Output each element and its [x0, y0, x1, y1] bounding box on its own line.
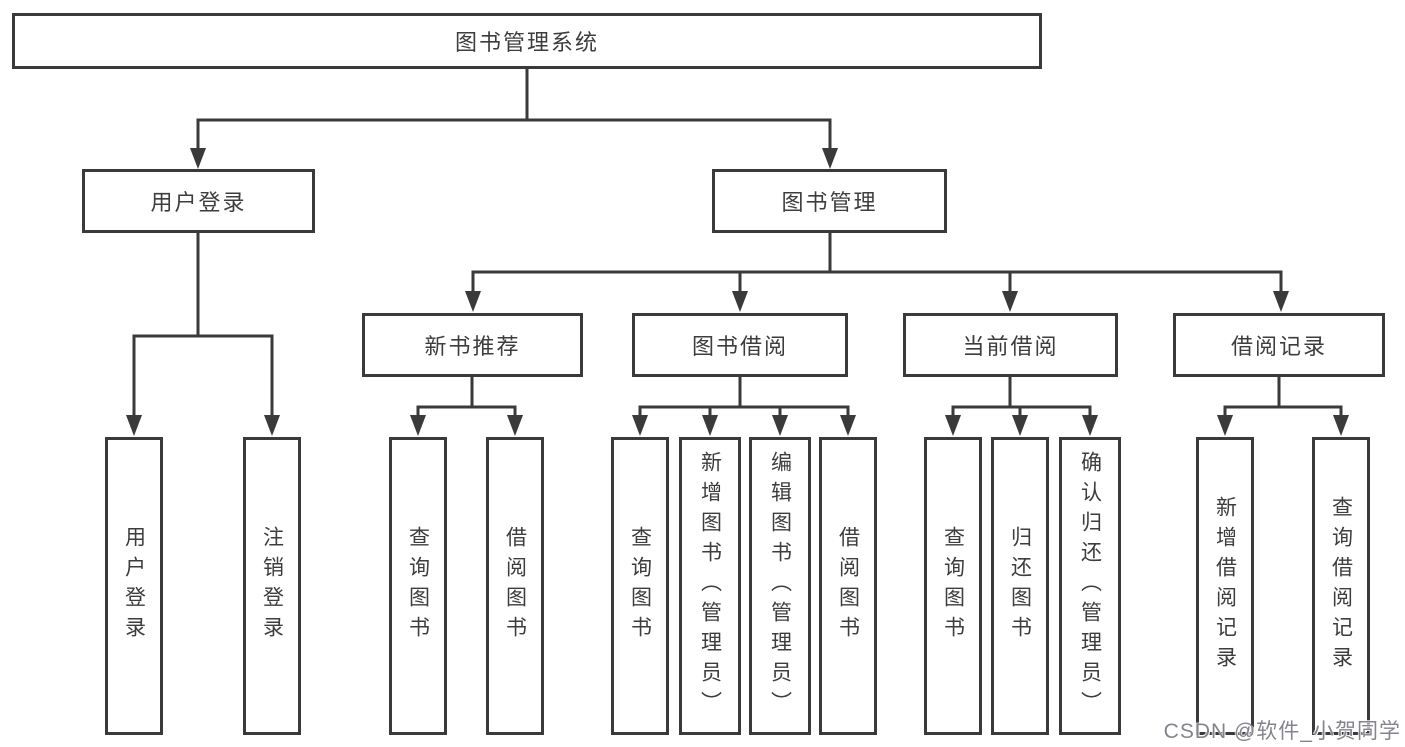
leaf-logout: 注销登录: [243, 437, 301, 735]
node-borrow-records: 借阅记录: [1173, 313, 1385, 377]
leaf-records-query-record: 查询借阅记录: [1312, 437, 1370, 735]
node-new-book-recommend: 新书推荐: [362, 313, 583, 377]
connector-root-to-level2: [190, 67, 838, 169]
connector-book-borrow-children: [632, 375, 856, 436]
connector-borrow-records-children: [1217, 375, 1349, 436]
connector-current-borrow-children: [945, 375, 1098, 436]
node-book-management: 图书管理: [712, 169, 947, 233]
leaf-current-return-books: 归还图书: [991, 437, 1049, 735]
leaf-borrow-borrow-books: 借阅图书: [819, 437, 877, 735]
node-library-system: 图书管理系统: [12, 13, 1042, 69]
node-book-borrow-label: 图书借阅: [691, 334, 788, 359]
leaf-current-confirm-return-admin: 确认归还（管理员）: [1059, 437, 1121, 735]
connector-new-book-recommend-children: [410, 375, 523, 436]
connector-book-management-children: [465, 231, 1289, 312]
leaf-records-add-record: 新增借阅记录: [1196, 437, 1254, 735]
node-book-management-label: 图书管理: [781, 190, 878, 215]
watermark: CSDN @软件_小贺同学: [1163, 720, 1401, 743]
leaf-borrow-query-books-label: 查询图书: [628, 526, 652, 646]
node-current-borrow-label: 当前借阅: [962, 334, 1059, 359]
leaf-borrow-add-books-admin-label: 新增图书（管理员）: [698, 451, 722, 721]
leaf-current-query-books-label: 查询图书: [941, 526, 965, 646]
node-library-system-label: 图书管理系统: [454, 30, 599, 55]
leaf-current-confirm-return-admin-label: 确认归还（管理员）: [1078, 451, 1102, 721]
node-user-login-label: 用户登录: [150, 190, 247, 215]
node-new-book-recommend-label: 新书推荐: [424, 334, 521, 359]
leaf-user-login: 用户登录: [105, 437, 163, 735]
leaf-user-login-label: 用户登录: [122, 526, 146, 646]
node-borrow-records-label: 借阅记录: [1230, 334, 1327, 359]
leaf-borrow-query-books: 查询图书: [611, 437, 669, 735]
leaf-borrow-edit-books-admin-label: 编辑图书（管理员）: [768, 451, 792, 721]
leaf-recommend-query-books-label: 查询图书: [406, 526, 430, 646]
node-current-borrow: 当前借阅: [903, 313, 1118, 377]
leaf-recommend-borrow-books-label: 借阅图书: [503, 526, 527, 646]
connector-user-login-children: [126, 231, 280, 436]
node-user-login: 用户登录: [82, 169, 315, 233]
leaf-current-query-books: 查询图书: [924, 437, 982, 735]
leaf-logout-label: 注销登录: [260, 526, 284, 646]
leaf-borrow-add-books-admin: 新增图书（管理员）: [679, 437, 741, 735]
leaf-recommend-borrow-books: 借阅图书: [486, 437, 544, 735]
leaf-current-return-books-label: 归还图书: [1008, 526, 1032, 646]
leaf-borrow-borrow-books-label: 借阅图书: [836, 526, 860, 646]
node-book-borrow: 图书借阅: [632, 313, 848, 377]
leaf-recommend-query-books: 查询图书: [389, 437, 447, 735]
leaf-records-query-record-label: 查询借阅记录: [1329, 496, 1353, 676]
leaf-borrow-edit-books-admin: 编辑图书（管理员）: [749, 437, 811, 735]
leaf-records-add-record-label: 新增借阅记录: [1213, 496, 1237, 676]
